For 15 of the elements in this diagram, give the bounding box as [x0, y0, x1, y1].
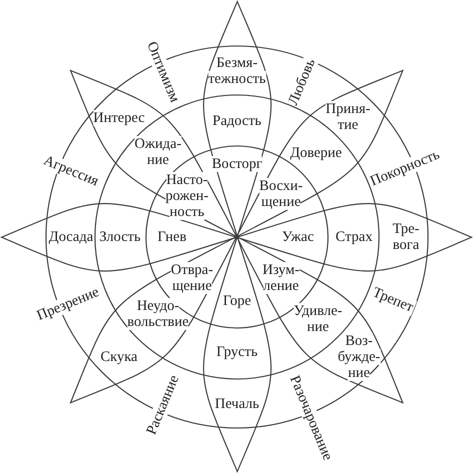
emotion-label: Радость [212, 112, 262, 129]
emotion-label: Неудо- вольствие [127, 298, 189, 330]
emotion-label: Досада [48, 228, 94, 245]
emotion-label: Страх [336, 228, 372, 245]
emotion-label: Скука [100, 348, 138, 365]
emotion-label: Изум- ление [262, 262, 300, 294]
emotion-label: Интерес [93, 110, 145, 126]
emotion-label: Горе [222, 292, 251, 309]
emotion-label: Воз- бужде- ние [338, 332, 380, 381]
emotion-label: Отвра- щение [170, 262, 214, 294]
emotion-label: Грусть [216, 344, 258, 360]
emotion-label: Восхи- щение [259, 178, 303, 210]
emotion-label: Насто- рожен- ность [166, 172, 208, 220]
emotion-label: Доверие [290, 144, 342, 161]
emotion-label: Восторг [212, 156, 262, 172]
